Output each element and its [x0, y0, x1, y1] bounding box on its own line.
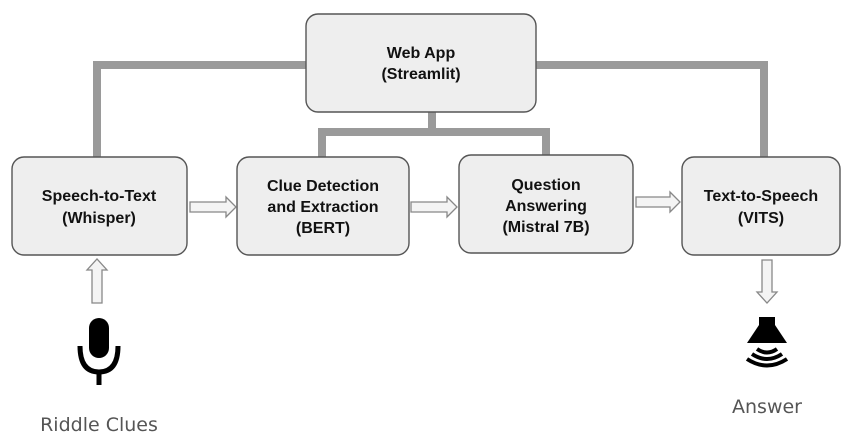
web-app-title: Web App	[387, 45, 456, 62]
web-app-connectors	[93, 61, 768, 160]
speaker-icon	[745, 317, 789, 368]
question-answering-box	[458, 154, 634, 254]
flow-arrows	[85, 190, 779, 304]
output-caption: Answer	[732, 396, 802, 418]
question-answering-line2: Answering	[505, 198, 587, 215]
clue-detection-line1: Clue Detection	[267, 178, 379, 195]
node-question-answering: Question Answering (Mistral 7B)	[458, 154, 634, 254]
web-app-subtitle: (Streamlit)	[381, 66, 460, 83]
arrow-clue-to-qa	[410, 195, 458, 219]
connector-to-clue-and-qa	[318, 128, 550, 160]
input-caption: Riddle Clues	[40, 414, 158, 434]
speech-to-text-subtitle: (Whisper)	[62, 210, 136, 227]
text-to-speech-title: Text-to-Speech	[704, 188, 818, 205]
connector-to-text-to-speech	[536, 61, 768, 160]
clue-detection-line3: (BERT)	[296, 220, 350, 237]
arrow-stt-to-clue	[189, 195, 237, 219]
arrow-mic-to-stt	[85, 258, 109, 304]
speech-to-text-title: Speech-to-Text	[42, 188, 157, 205]
text-to-speech-subtitle: (VITS)	[738, 210, 784, 227]
question-answering-line3: (Mistral 7B)	[502, 219, 589, 236]
web-app-box	[305, 13, 537, 113]
clue-detection-line2: and Extraction	[267, 199, 378, 216]
node-text-to-speech: Text-to-Speech (VITS)	[681, 156, 841, 256]
arrow-tts-to-speaker	[755, 259, 779, 304]
speech-to-text-box	[11, 156, 188, 256]
node-speech-to-text: Speech-to-Text (Whisper)	[11, 156, 188, 256]
arrow-qa-to-tts	[635, 190, 681, 214]
node-web-app: Web App (Streamlit)	[305, 13, 537, 113]
clue-detection-box	[236, 156, 410, 256]
microphone-icon	[77, 318, 121, 385]
node-clue-detection: Clue Detection and Extraction (BERT)	[236, 156, 410, 256]
text-to-speech-box	[681, 156, 841, 256]
question-answering-line1: Question	[511, 177, 580, 194]
connector-to-speech-to-text	[93, 61, 306, 160]
